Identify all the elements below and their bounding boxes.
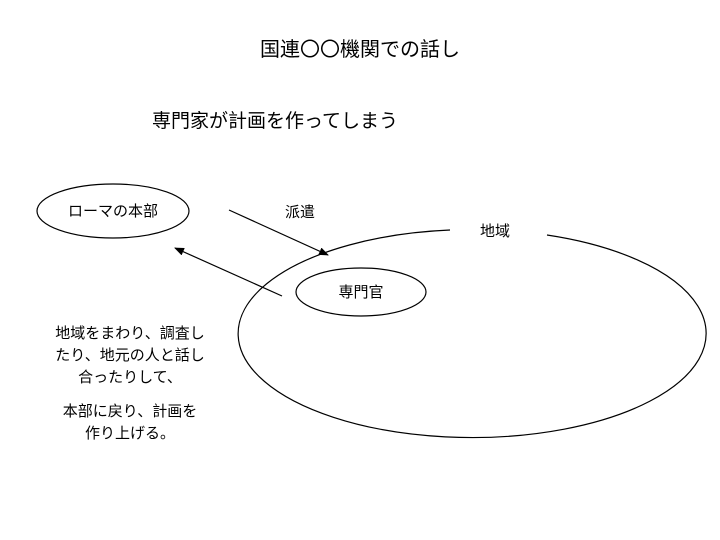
- description-line: たり、地元の人と話し: [55, 346, 205, 364]
- description-line: 合ったりして、: [78, 368, 182, 386]
- page-title: 国連〇〇機関での話し: [260, 37, 460, 61]
- description-line: 本部に戻り、計画を: [62, 402, 198, 420]
- description-block-1: 地域をまわり、調査し たり、地元の人と話し 合ったりして、: [40, 322, 220, 388]
- description-line: 地域をまわり、調査し: [55, 324, 205, 342]
- dispatch-arrow: [228, 209, 329, 256]
- description-line: 作り上げる。: [84, 424, 175, 442]
- rome-hq-label: ローマの本部: [67, 202, 158, 220]
- dispatch-label: 派遣: [285, 203, 316, 221]
- expert-label: 専門官: [338, 283, 384, 301]
- return-arrow: [174, 247, 283, 297]
- description-block-2: 本部に戻り、計画を 作り上げる。: [40, 400, 220, 444]
- subtitle: 専門家が計画を作ってしまう: [152, 110, 399, 132]
- rome-hq-ellipse: [36, 183, 190, 239]
- expert-ellipse: [295, 267, 427, 317]
- region-label: 地域: [480, 222, 511, 240]
- region-ellipse: [237, 229, 707, 439]
